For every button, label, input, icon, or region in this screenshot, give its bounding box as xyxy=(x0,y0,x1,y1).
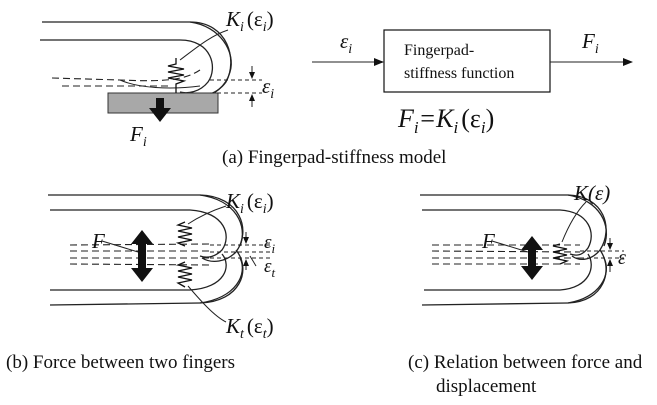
force-label-b: F xyxy=(91,229,105,253)
caption-b: (b) Force between two fingers xyxy=(6,352,235,373)
double-force-arrow-icon xyxy=(131,230,153,282)
box-label-line1: Fingerpad- xyxy=(404,42,474,59)
caption-a: (a) Fingerpad-stiffness model xyxy=(222,147,446,168)
input-label: εi xyxy=(340,29,352,57)
finger-a-illustration xyxy=(40,21,232,99)
box-label-line2: stiffness function xyxy=(404,65,514,82)
force-label-c: F xyxy=(481,229,495,253)
spring-label-k-eps: K(ε) xyxy=(573,181,610,205)
spring-label-ki: Ki(εi) xyxy=(225,7,274,35)
panel-b: F Ki(εi) Kt(εt) εi εt (b) Force between … xyxy=(6,189,276,373)
double-force-arrow-c-icon xyxy=(521,236,543,280)
eps-t-label-b: εt xyxy=(264,256,276,280)
bottom-spring-icon xyxy=(175,261,193,288)
spring-label-ki-b: Ki(εi) xyxy=(225,189,274,217)
output-label: Fi xyxy=(581,29,599,57)
leader-bottom xyxy=(187,285,227,323)
top-spring-icon xyxy=(175,221,193,247)
force-label-fi: Fi xyxy=(129,122,147,150)
leader-top xyxy=(187,205,227,225)
displacement-marker xyxy=(210,66,262,107)
spring-icon xyxy=(167,58,187,93)
force-arrow-down-icon xyxy=(149,98,171,122)
force-leader xyxy=(101,240,139,253)
leader-c xyxy=(561,201,587,243)
panel-c: F K(ε) ε (c) Relation between force and … xyxy=(408,181,643,397)
stiffness-function-box xyxy=(383,29,551,93)
caption-c-line1: (c) Relation between force and xyxy=(408,352,643,373)
displacement-markers-b xyxy=(210,232,270,270)
spring-label-kt-b: Kt(εt) xyxy=(225,314,274,342)
displacement-label-eps-i: εi xyxy=(262,74,274,102)
leader-line xyxy=(179,29,229,61)
stiffness-equation: Fi=Ki(εi) xyxy=(397,104,494,137)
displacement-markers-c xyxy=(580,238,624,272)
spring-icon-c xyxy=(552,243,570,265)
caption-c-line2: displacement xyxy=(436,376,537,397)
eps-i-label-b: εi xyxy=(264,232,276,256)
panel-a: Ki(εi) εi Fi εi Fingerpad- stiffness fun… xyxy=(40,7,633,168)
eps-label-c: ε xyxy=(618,247,626,269)
force-leader-c xyxy=(491,240,529,253)
